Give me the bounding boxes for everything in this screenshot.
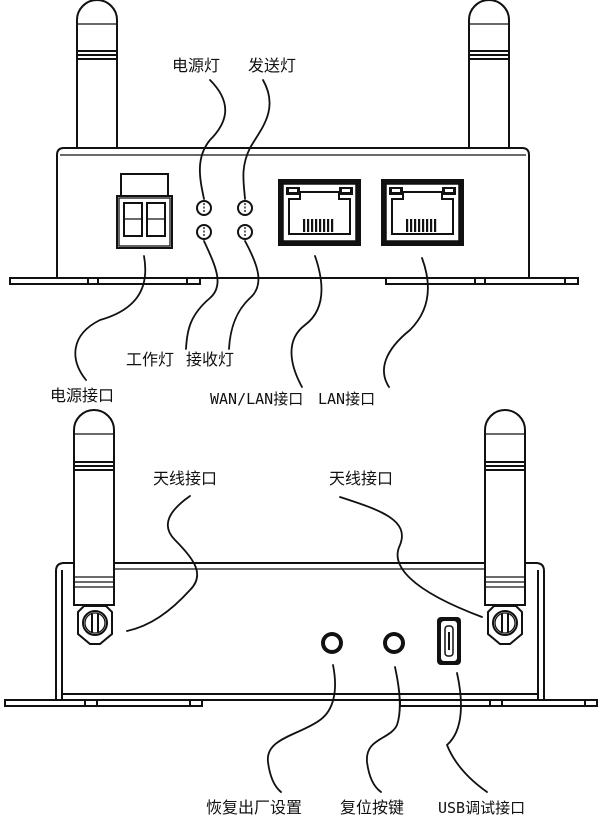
- rj45-pins: [406, 219, 437, 232]
- leader-wan-lan-port: [290, 255, 323, 388]
- leader-power-port: [74, 255, 147, 381]
- label-power-led: 电源灯: [172, 56, 221, 75]
- label-usb-debug-port: USB调试接口: [438, 799, 526, 817]
- leader-factory-reset: [267, 664, 336, 793]
- antenna-front-left: [76, 0, 118, 149]
- factory-reset-hole: [321, 632, 343, 654]
- leader-lan-port: [383, 257, 429, 388]
- label-reset-button: 复位按键: [340, 798, 405, 817]
- leader-antenna-right: [339, 496, 483, 618]
- led-receive: [237, 224, 253, 240]
- antenna-back-right: [484, 409, 526, 606]
- leader-receive-led: [228, 240, 260, 350]
- leader-usb-debug: [445, 672, 488, 793]
- leader-power-led: [199, 79, 227, 200]
- label-antenna-port-right: 天线接口: [329, 469, 394, 488]
- label-antenna-port-left: 天线接口: [153, 469, 218, 488]
- leader-work-led: [185, 240, 219, 350]
- back-panel: [4, 409, 598, 793]
- back-body: [4, 562, 598, 707]
- leader-reset-button: [366, 666, 401, 793]
- label-send-led: 发送灯: [248, 56, 297, 75]
- antenna-connector-right: [487, 605, 523, 645]
- led-send: [237, 200, 253, 216]
- power-terminal: [116, 173, 173, 249]
- leader-antenna-left: [126, 495, 199, 632]
- leader-send-led: [242, 79, 271, 200]
- label-wan-lan-port: WAN/LAN接口: [210, 390, 304, 408]
- led-work: [196, 224, 212, 240]
- label-factory-reset: 恢复出厂设置: [206, 798, 303, 817]
- rj45-lan-port: [381, 179, 464, 246]
- label-power-port: 电源接口: [50, 386, 115, 405]
- label-work-led: 工作灯: [126, 350, 175, 369]
- reset-button-hole: [383, 632, 405, 654]
- front-panel: [9, 0, 579, 388]
- rj45-wan-lan-port: [278, 179, 361, 246]
- label-receive-led: 接收灯: [186, 350, 235, 369]
- usb-debug-port-shape: [437, 617, 461, 665]
- rj45-pins: [303, 219, 334, 232]
- label-lan-port: LAN接口: [318, 390, 376, 408]
- antenna-connector-left: [77, 605, 113, 645]
- led-power: [196, 200, 212, 216]
- antenna-front-right: [468, 0, 510, 149]
- antenna-back-left: [73, 409, 115, 606]
